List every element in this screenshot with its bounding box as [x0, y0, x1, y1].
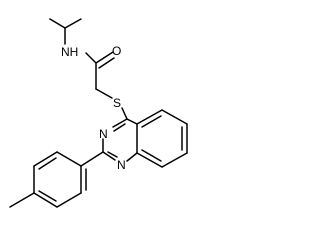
bond-benzo-4 — [161, 152, 188, 168]
bond-c2-n1 — [102, 151, 116, 161]
bond-tolyl-6 — [56, 151, 82, 167]
bond-c4a-c4 — [126, 118, 138, 125]
bond-benzo-1 — [136, 109, 163, 125]
atom-label-nh: NH — [61, 45, 78, 59]
bond-carbonyl-o — [95, 51, 114, 64]
bond-tolyl-methyl — [9, 192, 35, 208]
bond-c2-n1-double — [107, 151, 118, 158]
bond-ch2-s — [95, 88, 113, 99]
bond-benzo-5 — [136, 152, 163, 168]
bond-benzo-2 — [161, 109, 188, 125]
bond-tolyl-5 — [33, 151, 58, 167]
bond-carbonyl-o-double — [98, 57, 115, 69]
bond-tolyl-3 — [33, 192, 58, 208]
bond-benzo-5-double — [141, 149, 162, 162]
atom-label-n-top: N — [99, 127, 108, 141]
structure-drawing: NH O S N N — [9, 18, 188, 208]
bond-s-c4 — [121, 107, 128, 120]
atom-label-n-bottom: N — [117, 158, 126, 172]
bond-tolyl-5-double — [38, 157, 57, 170]
bond-benzo-1-double — [141, 115, 162, 128]
bond-nh-carbonyl — [85, 52, 97, 64]
atom-label-s: S — [113, 96, 121, 110]
bond-c4-n3-double — [113, 123, 126, 132]
atom-label-o: O — [112, 44, 121, 58]
bond-isopropyl-right — [64, 18, 82, 29]
bond-c4-n3 — [112, 118, 128, 128]
bond-tolyl-2 — [56, 192, 82, 208]
bond-tolyl-3-double — [38, 190, 57, 202]
bond-c2-tolyl — [80, 151, 104, 167]
bond-isopropyl-left — [49, 18, 66, 29]
molecule-diagram: NH O S N N — [9, 18, 188, 208]
bond-n1-c8a — [126, 152, 138, 162]
